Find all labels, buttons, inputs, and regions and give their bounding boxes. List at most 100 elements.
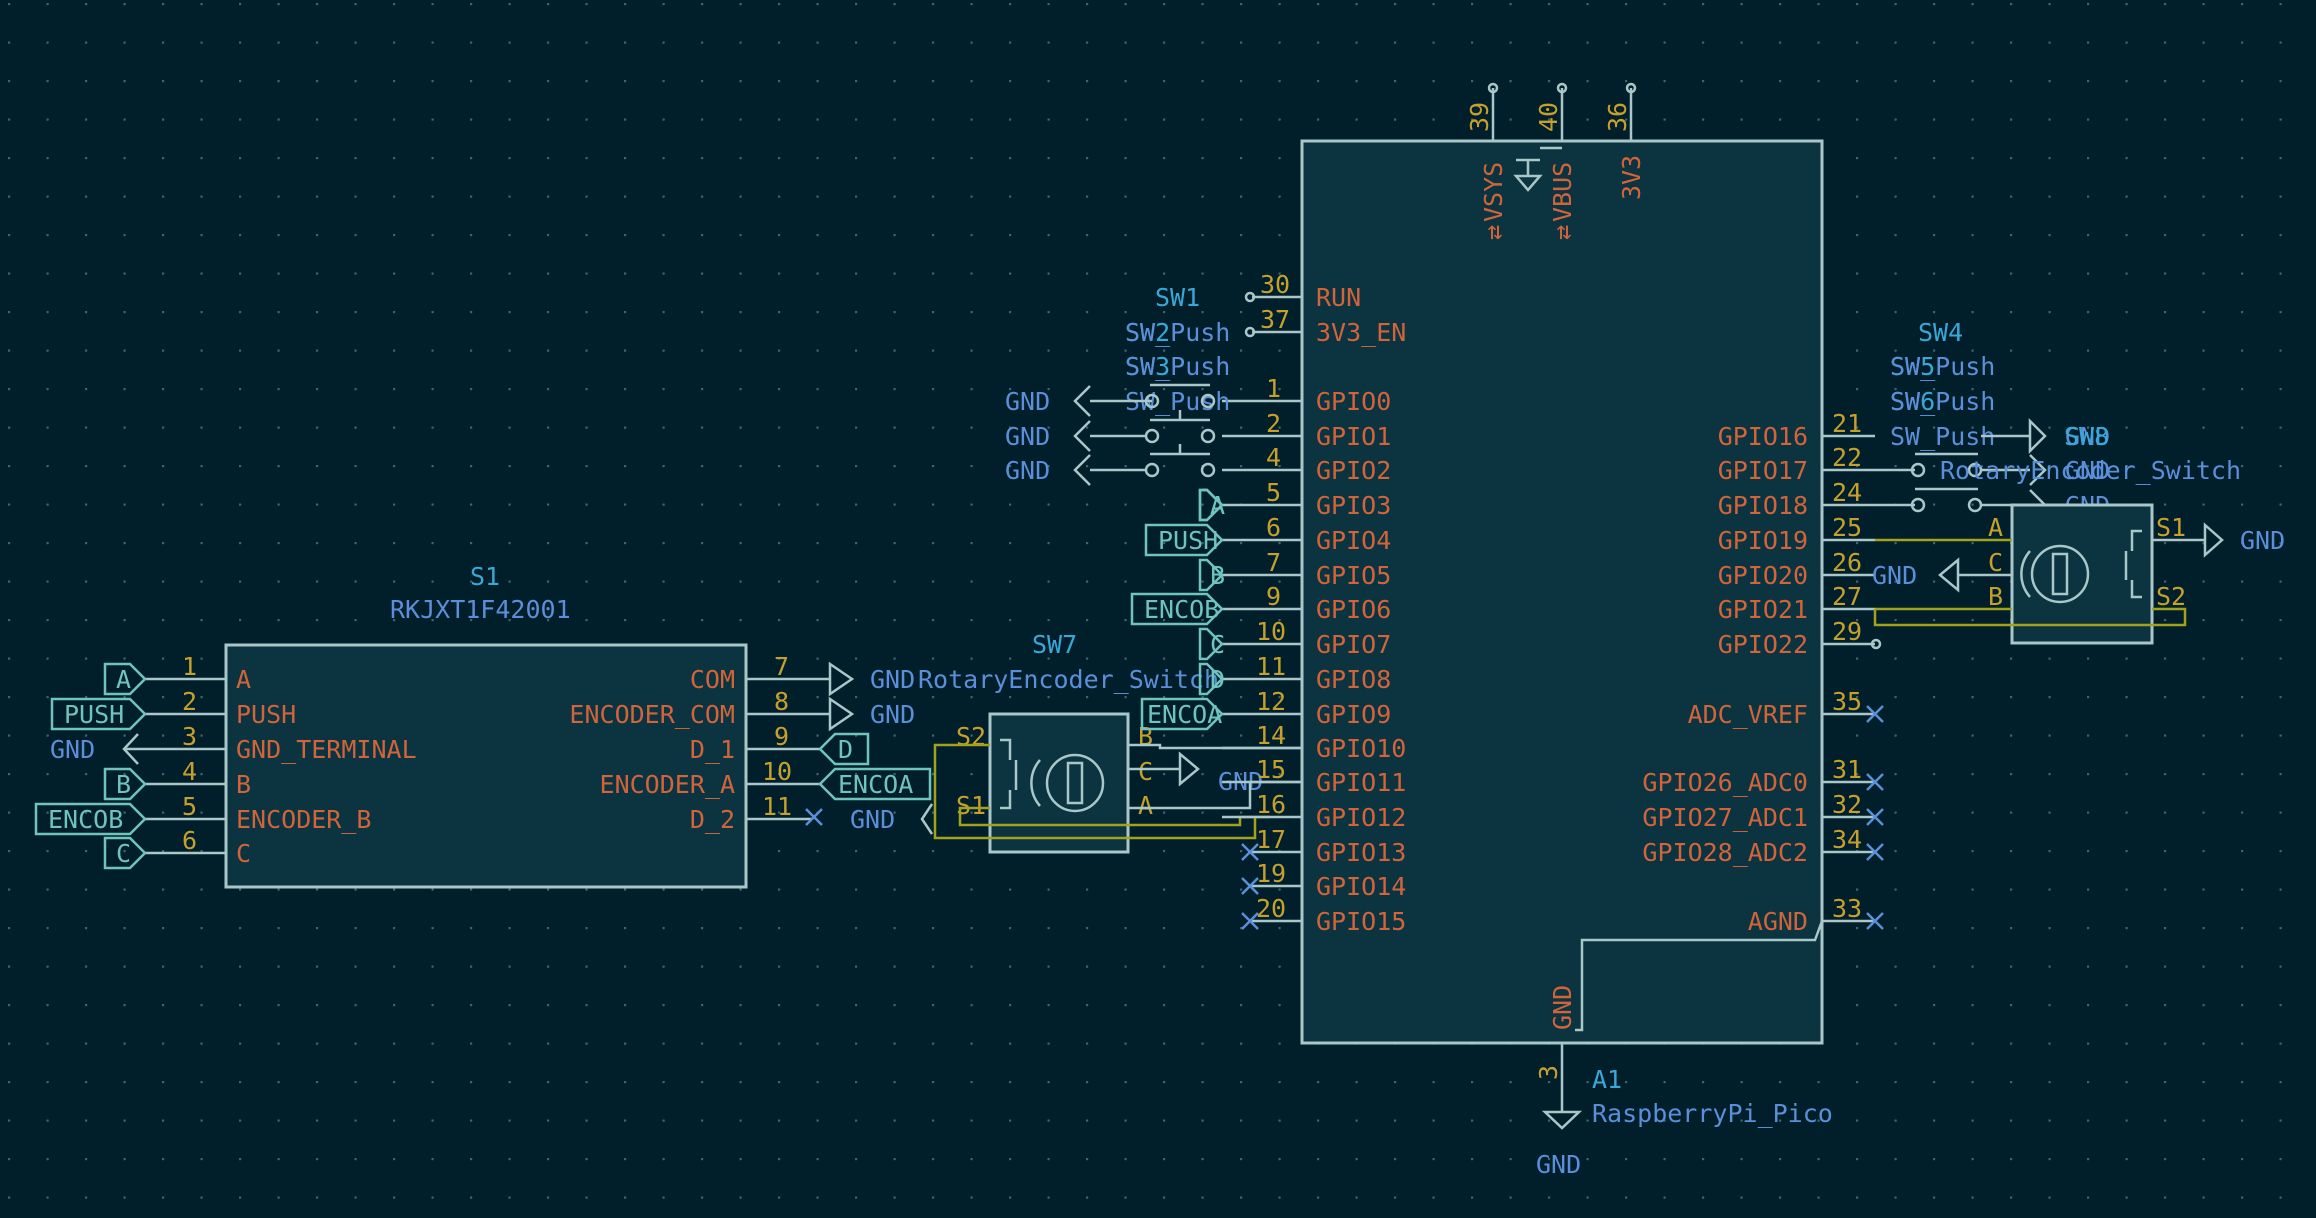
s1-pin-name: PUSH	[236, 700, 296, 729]
a1-pin-num: 40	[1534, 102, 1563, 132]
component-sw8[interactable]: SW8 RotaryEncoder_Switch A C B S1 S2 GND…	[1872, 422, 2285, 645]
net-label: D	[1210, 665, 1225, 694]
a1-pin-name: GPIO11	[1316, 768, 1406, 797]
a1-top-pins: 39 40 36 VSYS VBUS 3V3 ⇄ ⇄	[1465, 82, 1646, 240]
sw-ref: SW2	[1125, 318, 1170, 347]
s1-pin-num: 5	[182, 792, 197, 821]
a1-pin-name: GPIO15	[1316, 907, 1406, 936]
push-switch-group-left[interactable]: SW1 SW2 SW_Push SW3 SW_Push SW_Push GND …	[1005, 283, 1230, 486]
a1-pin-num: 14	[1256, 721, 1286, 750]
a1-pin-name: GPIO4	[1316, 526, 1391, 555]
a1-pin-num: 12	[1256, 687, 1286, 716]
net-label: PUSH	[64, 700, 124, 729]
a1-pin-num: 17	[1256, 825, 1286, 854]
a1-left-pins: 30 37 1 2 4 5 6 7 9 10 11 12 14 15 16 17…	[1222, 270, 1406, 936]
s1-pin-num: 6	[182, 826, 197, 855]
a1-pin-name: GPIO12	[1316, 803, 1406, 832]
a1-pin-num: 21	[1832, 409, 1862, 438]
gnd-label: GND	[50, 735, 95, 764]
push-switch-group-right[interactable]: SW4 SW5 SW_Push SW6 SW_Push SW_Push GND …	[1890, 318, 2110, 521]
sw7-pin: C	[1138, 757, 1153, 786]
net-label: C	[1210, 630, 1225, 659]
net-label: ENCOB	[1144, 595, 1219, 624]
net-label: ENCOB	[48, 805, 123, 834]
sw7-ref: SW7	[1032, 630, 1077, 659]
push-switch-contacts	[1090, 383, 1216, 478]
a1-body	[1300, 139, 1824, 1045]
component-s1[interactable]: S1 RKJXT1F42001 1 2 3 4 5 6 A PUSH GND_T…	[145, 562, 830, 889]
gpio-left-labels: A PUSH B ENCOB C D ENCOA	[1130, 488, 1225, 731]
s1-pin-name: A	[236, 665, 251, 694]
a1-pin-name: VBUS	[1548, 162, 1577, 222]
a1-pin-num: 22	[1832, 443, 1862, 472]
a1-pin-name: GPIO21	[1718, 595, 1808, 624]
s1-pin-num: 3	[182, 722, 197, 751]
a1-pin-num: 30	[1260, 270, 1290, 299]
a1-pin-name: GPIO26_ADC0	[1642, 768, 1808, 797]
a1-pin-name: GPIO17	[1718, 456, 1808, 485]
a1-pin-num: 24	[1832, 478, 1862, 507]
a1-pin-name: GPIO2	[1316, 456, 1391, 485]
s1-body	[224, 643, 748, 889]
a1-pin-name: GPIO27_ADC1	[1642, 803, 1808, 832]
s1-left-labels: A PUSH GND B ENCOB C	[34, 662, 147, 870]
sw-value: SW_Push	[1890, 422, 1995, 451]
s1-pin-name: ENCODER_B	[236, 805, 371, 834]
a1-pin-num: 16	[1256, 790, 1286, 819]
a1-pin-name: GPIO1	[1316, 422, 1391, 451]
sw7-value: RotaryEncoder_Switch	[918, 665, 1219, 694]
s1-value: RKJXT1F42001	[390, 595, 571, 624]
s1-pin-num: 10	[762, 757, 792, 786]
a1-pin-num: 26	[1832, 548, 1862, 577]
sw-ref: SW3	[1125, 352, 1170, 381]
s1-pin-num: 11	[762, 792, 792, 821]
sw-ref: SW4	[1918, 318, 1963, 347]
s1-pin-name: COM	[690, 665, 735, 694]
svg-text:⇄: ⇄	[1479, 225, 1508, 240]
a1-pin-num: 29	[1832, 617, 1862, 646]
a1-bottom-pin: 3 GND GND	[1534, 920, 1824, 1179]
a1-pin-num: 20	[1256, 894, 1286, 923]
sw-ref: SW6	[1890, 387, 1935, 416]
gnd-label: GND	[2065, 456, 2110, 485]
a1-pin-num: 32	[1832, 790, 1862, 819]
a1-ref: A1	[1592, 1065, 1622, 1094]
no-connect-marker	[805, 808, 823, 826]
a1-pin-num: 1	[1266, 374, 1281, 403]
a1-pin-num: 9	[1266, 582, 1281, 611]
a1-pin-name: 3V3_EN	[1316, 318, 1406, 347]
s1-pin-name: ENCODER_COM	[569, 700, 735, 729]
a1-pin-name: AGND	[1748, 907, 1808, 936]
a1-pin-num: 15	[1256, 755, 1286, 784]
a1-pin-name: GPIO0	[1316, 387, 1391, 416]
a1-pin-num: 25	[1832, 513, 1862, 542]
net-label: PUSH	[1158, 526, 1218, 555]
sw8-pin: S1	[2156, 513, 2186, 542]
gnd-label: GND	[850, 805, 895, 834]
s1-pin-name: ENCODER_A	[600, 770, 735, 799]
sw7-pin: A	[1138, 791, 1153, 820]
sw8-pin: B	[1988, 582, 2003, 611]
a1-pin-num: 33	[1832, 894, 1862, 923]
gnd-label: GND	[870, 700, 915, 729]
a1-pin-name: GPIO18	[1718, 491, 1808, 520]
sw7-body	[988, 712, 1130, 854]
s1-pin-num: 9	[774, 722, 789, 751]
component-a1[interactable]: 39 40 36 VSYS VBUS 3V3 ⇄ ⇄	[1222, 82, 1915, 1179]
a1-pin-name: GPIO19	[1718, 526, 1808, 555]
s1-pin-name: B	[236, 770, 251, 799]
a1-pin-num: 11	[1256, 652, 1286, 681]
gnd-label: GND	[2065, 422, 2110, 451]
sw8-ref: SW8	[2064, 422, 2109, 451]
a1-pin-num: 34	[1832, 825, 1862, 854]
s1-pin-num: 7	[774, 652, 789, 681]
a1-pin-num: 6	[1266, 513, 1281, 542]
s1-ref: S1	[470, 562, 500, 591]
a1-pin-name: GPIO5	[1316, 561, 1391, 590]
a1-value: RaspberryPi_Pico	[1592, 1099, 1833, 1128]
a1-right-pins: 21 22 24 25 26 27 29 35 31 32 34 33 GPIO…	[1642, 409, 1915, 936]
a1-pin-num: 37	[1260, 305, 1290, 334]
net-label: ENCOA	[1147, 700, 1222, 729]
no-connect-marker	[1241, 705, 1884, 930]
